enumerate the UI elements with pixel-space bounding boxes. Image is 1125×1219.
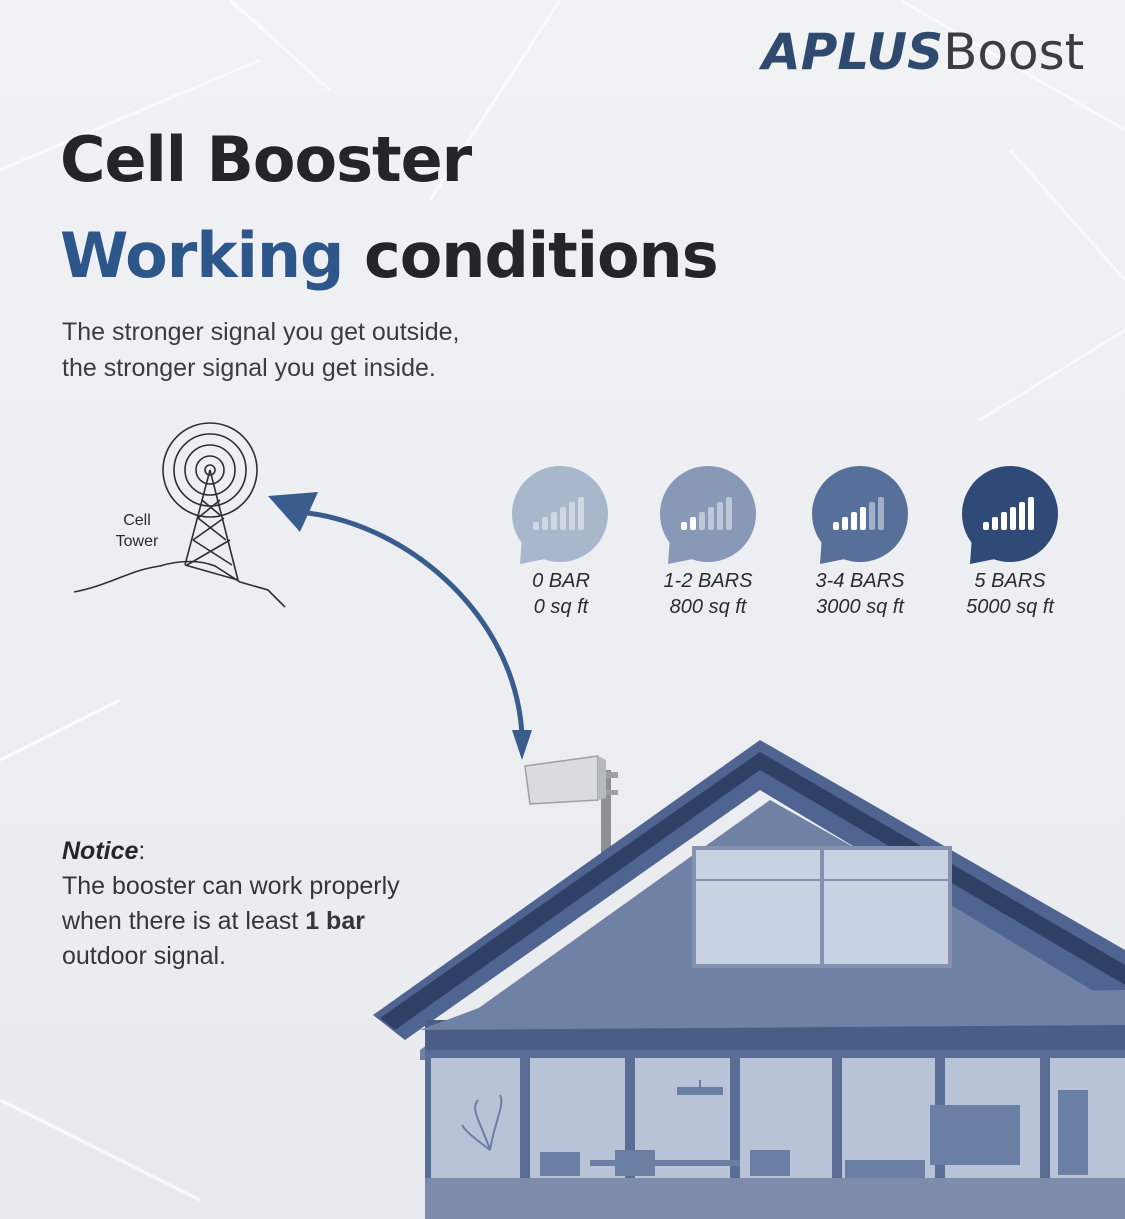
signal-label-2: 3-4 BARS 3000 sq ft xyxy=(785,568,935,620)
signal-label-1: 1-2 BARS 800 sq ft xyxy=(633,568,783,620)
notice-bold: 1 bar xyxy=(305,907,365,935)
signal-bar-icon xyxy=(851,512,857,530)
signal-bar-icon xyxy=(842,517,848,530)
tower-label-line2: Tower xyxy=(115,533,159,550)
signal-bubble-0 xyxy=(512,466,608,564)
title-line2-rest: conditions xyxy=(363,219,719,292)
title-line1: Cell Booster xyxy=(60,123,472,196)
subtitle-line1: The stronger signal you get outside, xyxy=(62,318,460,346)
signal-arrow xyxy=(268,492,532,760)
cell-tower-illustration xyxy=(73,422,286,608)
page-title: Cell Booster Working conditions xyxy=(60,112,719,304)
brand-logo-part2: Boost xyxy=(943,23,1085,81)
signal-bar-icon xyxy=(533,522,539,530)
signal-bar-icon xyxy=(578,497,584,530)
tower-label: Cell Tower xyxy=(104,510,170,552)
brand-logo-part1: APLUS xyxy=(762,23,944,81)
signal-bubble-2 xyxy=(812,466,908,564)
signal-bar-icon xyxy=(717,502,723,530)
signal-coverage-text: 3000 sq ft xyxy=(816,596,904,618)
subtitle: The stronger signal you get outside, the… xyxy=(62,314,459,386)
subtitle-line2: the stronger signal you get inside. xyxy=(62,354,436,382)
house-illustration xyxy=(373,740,1125,1219)
notice-title: Notice xyxy=(62,837,139,865)
signal-bubbles xyxy=(512,466,1058,564)
signal-bar-icon xyxy=(1010,507,1016,530)
signal-bars-text: 0 BAR xyxy=(532,570,590,592)
signal-bar-icon xyxy=(569,502,575,530)
signal-bubble-1 xyxy=(660,466,756,564)
signal-bar-icon xyxy=(983,522,989,530)
signal-bar-icon xyxy=(860,507,866,530)
tower-label-line1: Cell xyxy=(123,512,151,529)
title-accent-word: Working xyxy=(60,219,344,292)
signal-bar-icon xyxy=(708,507,714,530)
signal-bar-icon xyxy=(869,502,875,530)
signal-bar-icon xyxy=(726,497,732,530)
notice-text-after: outdoor signal. xyxy=(62,942,227,970)
signal-bar-icon xyxy=(1019,502,1025,530)
signal-bar-icon xyxy=(560,507,566,530)
signal-coverage-text: 800 sq ft xyxy=(669,596,747,618)
signal-bar-icon xyxy=(992,517,998,530)
signal-bar-icon xyxy=(1001,512,1007,530)
signal-bar-icon xyxy=(878,497,884,530)
signal-bubble-3 xyxy=(962,466,1058,564)
notice-text-before: The booster can work properly when there… xyxy=(62,872,400,935)
signal-bar-icon xyxy=(681,522,687,530)
signal-bar-icon xyxy=(551,512,557,530)
signal-bar-icon xyxy=(542,517,548,530)
notice-block: Notice: The booster can work properly wh… xyxy=(62,834,402,974)
notice-colon: : xyxy=(138,837,146,865)
signal-bars-text: 3-4 BARS xyxy=(815,570,905,592)
signal-label-3: 5 BARS 5000 sq ft xyxy=(935,568,1085,620)
signal-coverage-text: 5000 sq ft xyxy=(966,596,1054,618)
signal-bar-icon xyxy=(1028,497,1034,530)
signal-coverage-text: 0 sq ft xyxy=(533,596,589,618)
signal-bar-icon xyxy=(690,517,696,530)
signal-label-0: 0 BAR 0 sq ft xyxy=(486,568,636,620)
signal-bars-text: 5 BARS xyxy=(974,570,1046,592)
signal-bar-icon xyxy=(699,512,705,530)
signal-bar-icon xyxy=(833,522,839,530)
outdoor-antenna xyxy=(524,755,618,862)
signal-bars-text: 1-2 BARS xyxy=(663,570,753,592)
brand-logo: APLUSBoost xyxy=(762,22,1084,82)
